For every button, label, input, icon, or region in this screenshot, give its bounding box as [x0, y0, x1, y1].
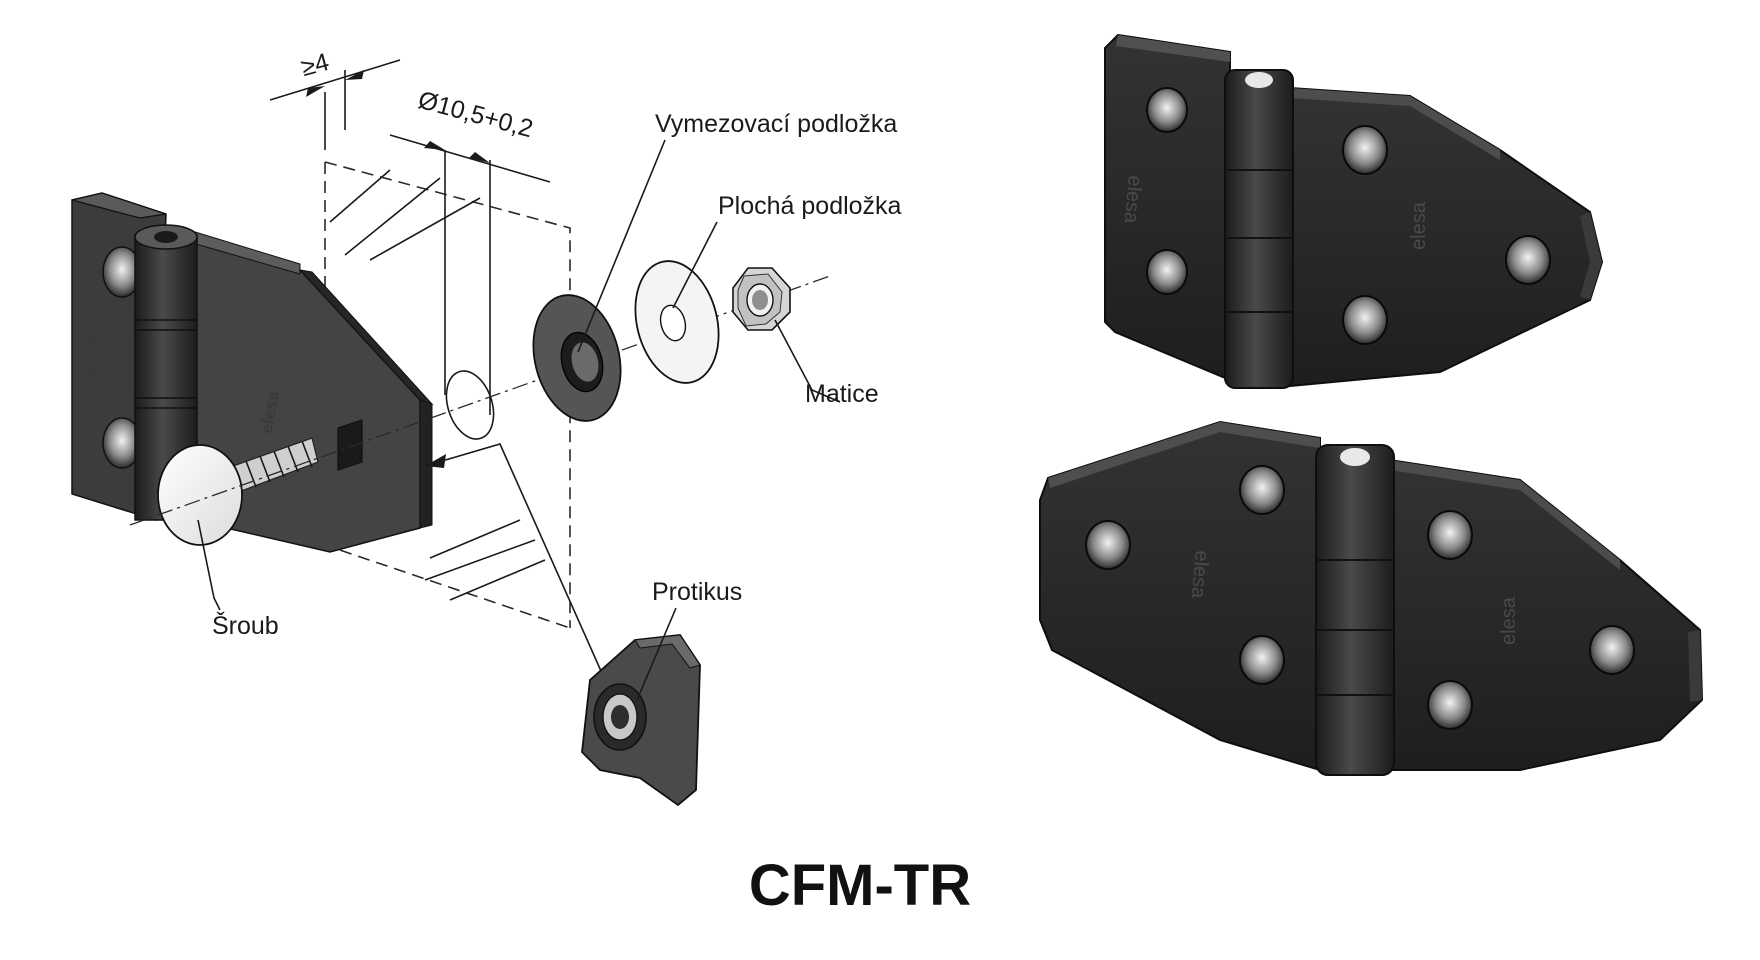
dimension-thickness: ≥4: [269, 48, 401, 150]
hinge-photo-top: elesa elesa: [1104, 33, 1604, 389]
screw: [157, 437, 319, 546]
hinge-photo-bottom: elesa elesa: [1039, 420, 1704, 776]
photo-bottom-brand-left: elesa: [1187, 550, 1213, 600]
leader-counterpart: [636, 607, 677, 701]
label-counterpart: Protikus: [652, 578, 742, 606]
leader-nut: [774, 319, 841, 403]
flat-washer: [634, 260, 720, 384]
leader-screw: [197, 519, 221, 611]
label-nut: Matice: [805, 380, 879, 408]
thickness-label: ≥4: [298, 48, 332, 82]
diameter-label: Ø10,5+0,2: [415, 86, 536, 143]
nut: [732, 267, 791, 331]
leader-flat-washer: [672, 221, 718, 309]
leader-spacer-washer: [577, 139, 666, 353]
screw-head: [157, 444, 243, 546]
counterpart: [581, 634, 701, 807]
exploded-diagram: ≥4 Ø10,5+0,2 elesa elesa: [71, 48, 902, 807]
label-flat-washer: Plochá podložka: [718, 192, 902, 220]
spacer-washer: [532, 294, 622, 422]
photo-bottom-brand-right: elesa: [1498, 596, 1520, 645]
label-spacer-washer: Vymezovací podložka: [655, 110, 897, 138]
counterpart-arrow: [424, 443, 606, 681]
panel-hole-outline: [445, 370, 495, 440]
photo-top-brand-right: elesa: [1408, 201, 1430, 250]
square-slot: [337, 419, 363, 471]
label-screw: Šroub: [212, 611, 279, 640]
brand-mark-left: elesa: [86, 335, 105, 378]
product-title: CFM-TR: [749, 853, 971, 918]
hinge-assembly: elesa elesa: [71, 192, 434, 553]
photo-top-brand-left: elesa: [1120, 175, 1146, 225]
dimension-diameter: Ø10,5+0,2: [389, 86, 551, 415]
